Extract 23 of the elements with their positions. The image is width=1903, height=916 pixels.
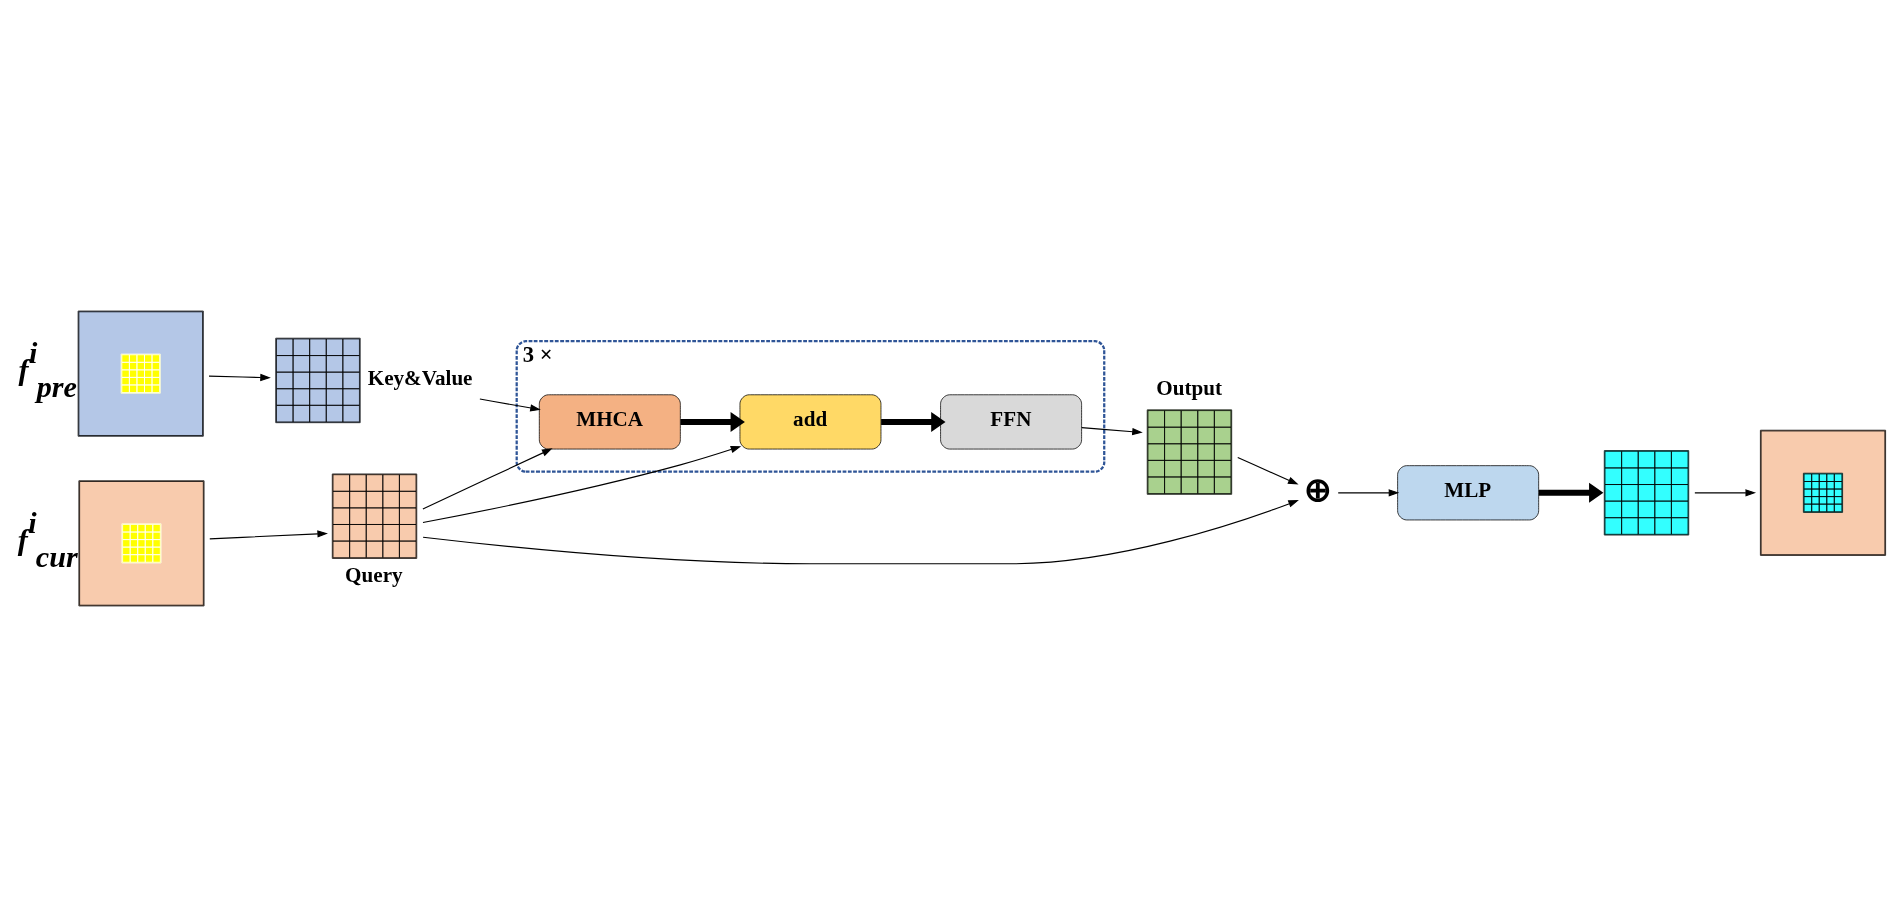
node-box: FFN: [940, 393, 1082, 449]
node-box: MHCA: [538, 393, 681, 449]
arrow: [208, 373, 271, 381]
node-text: ⊕: [1303, 470, 1332, 508]
arrow: [422, 445, 742, 523]
arrow: [1237, 456, 1299, 485]
cluster: [515, 339, 1106, 473]
arrow: [881, 411, 946, 432]
node-label: Query: [345, 562, 403, 587]
arrow: [1081, 426, 1143, 435]
arrow: [422, 447, 553, 510]
node-box: add: [739, 393, 882, 449]
node-label: 3 ×: [522, 341, 553, 367]
arrow: [1337, 488, 1400, 496]
arrow: [422, 499, 1299, 564]
node-box: MLP: [1397, 464, 1540, 520]
arrow: [680, 411, 745, 432]
arrow: [209, 529, 328, 539]
arrow: [1538, 482, 1604, 503]
arrow: [1694, 488, 1757, 496]
node-label: Key&Value: [367, 365, 473, 390]
arrow: [479, 397, 541, 412]
node-label: Output: [1156, 375, 1222, 400]
